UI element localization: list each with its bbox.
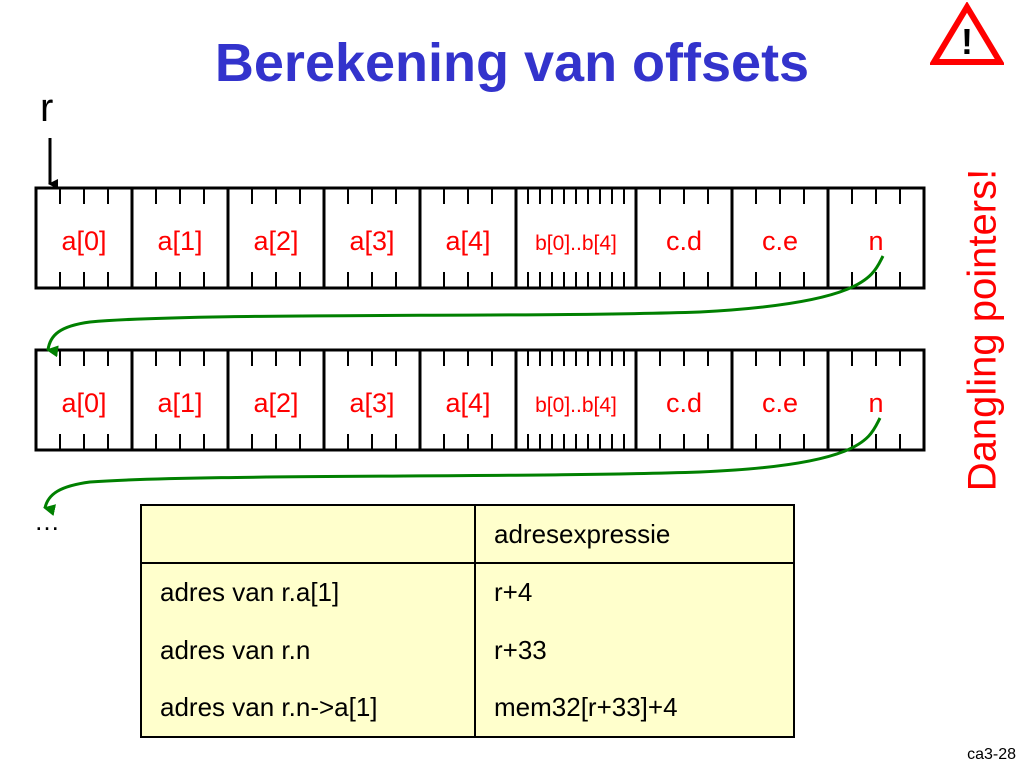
- record-field: a[1]: [130, 186, 230, 290]
- link-arrow-2: [43, 417, 882, 516]
- record-field: c.d: [634, 186, 734, 290]
- table-cell: adres van r.n->a[1]: [142, 678, 476, 736]
- field-label: a[1]: [157, 388, 202, 418]
- field-box: [730, 186, 830, 290]
- field-label: n: [868, 388, 883, 418]
- table-cell: r+33: [494, 634, 547, 665]
- field-label: a[0]: [61, 388, 106, 418]
- field-label-bg: [522, 388, 630, 418]
- table-row: adres van r.a[1] r+4: [142, 563, 793, 622]
- field-box: [826, 348, 926, 452]
- record-field: c.d: [634, 348, 734, 452]
- record-field: a[3]: [322, 186, 422, 290]
- slide-footer: ca3-28: [967, 746, 1016, 763]
- record-field: a[2]: [226, 348, 326, 452]
- table-header-cell: adresexpressie: [475, 506, 793, 564]
- field-box: [226, 348, 326, 452]
- field-box: [418, 186, 518, 290]
- table-header-cell: [142, 506, 476, 564]
- field-label: b[0]..b[4]: [535, 232, 617, 255]
- warning-exclamation: !: [961, 21, 973, 62]
- field-label: a[0]: [61, 226, 106, 256]
- table-cell: mem32[r+33]+4: [494, 691, 678, 722]
- table-cell: adres van r.n: [142, 621, 476, 679]
- record-field: a[1]: [130, 348, 230, 452]
- field-label: c.d: [666, 226, 702, 256]
- continuation-ellipsis: …: [34, 506, 64, 536]
- field-label: a[4]: [445, 388, 490, 418]
- field-label: c.e: [762, 388, 798, 418]
- record-field: a[4]: [418, 348, 518, 452]
- field-box: [226, 186, 326, 290]
- field-label: a[1]: [157, 226, 202, 256]
- field-label: c.d: [666, 388, 702, 418]
- record-field: c.e: [730, 186, 830, 290]
- record-row-1: a[0] a[1] a[2] a[3] a[4] b[0]..b[4] c.d c.e n: [34, 186, 926, 290]
- table-row: adres van r.n->a[1] mem32[r+33]+4: [142, 678, 793, 736]
- link-arrow-1: [46, 255, 885, 358]
- field-label: a[2]: [253, 226, 298, 256]
- field-label: b[0]..b[4]: [535, 394, 617, 417]
- field-label: a[2]: [253, 388, 298, 418]
- field-label: n: [868, 226, 883, 256]
- record-field: a[2]: [226, 186, 326, 290]
- field-label-bg: [522, 226, 630, 256]
- record-row-2: a[0] a[1] a[2] a[3] a[4] b[0]..b[4] c.d c.e n: [34, 348, 926, 452]
- record-field: n: [826, 348, 926, 452]
- record-field: a[0]: [34, 186, 134, 290]
- record-field: c.e: [730, 348, 830, 452]
- field-box: [634, 348, 734, 452]
- table-cell: r+4: [494, 577, 533, 608]
- field-label: c.e: [762, 226, 798, 256]
- field-label: a[4]: [445, 226, 490, 256]
- field-box: [634, 186, 734, 290]
- warning-icon: !: [930, 2, 1004, 65]
- slide-title: Berekening van offsets: [214, 33, 810, 93]
- record-field: b[0]..b[4]: [514, 186, 638, 290]
- record-field: n: [826, 186, 926, 290]
- record-field: a[4]: [418, 186, 518, 290]
- table-header-row: adresexpressie: [142, 506, 793, 564]
- address-table-grid: adresexpressie adres van r.a[1] r+4 adre…: [142, 506, 793, 736]
- field-label: a[3]: [349, 226, 394, 256]
- record-field: a[3]: [322, 348, 422, 452]
- table-row: adres van r.n r+33: [142, 621, 793, 679]
- pointer-label: r: [40, 86, 54, 130]
- record-field: a[0]: [34, 348, 134, 452]
- address-table: adresexpressie adres van r.a[1] r+4 adre…: [140, 504, 795, 738]
- dangling-pointers-note: Dangling pointers!: [960, 168, 1005, 492]
- table-cell: adres van r.a[1]: [142, 563, 476, 622]
- field-label: a[3]: [349, 388, 394, 418]
- record-field: b[0]..b[4]: [514, 348, 638, 452]
